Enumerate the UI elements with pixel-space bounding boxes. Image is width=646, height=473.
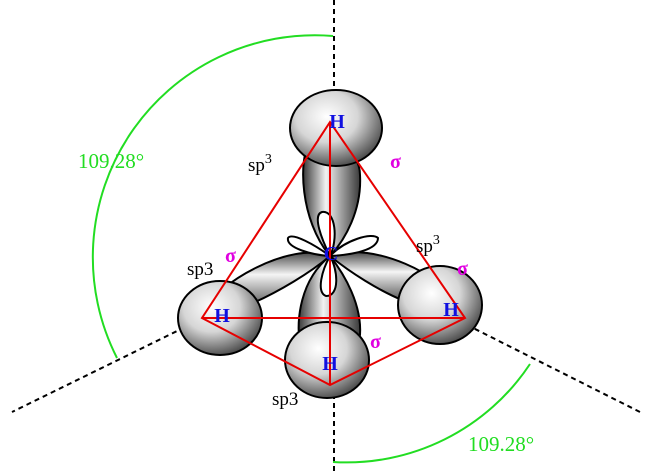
orbital-label-right: sp3 [416,233,440,257]
atom-carbon: C [324,243,338,265]
orbital-label-right-sup: 3 [433,233,440,248]
backlobe-bottom [319,253,338,298]
angle-arc-lower-right [332,363,531,464]
orbital-label-bottom: sp3 [272,389,298,410]
sigma-top: σ [390,151,401,173]
atom-hydrogen-left: H [214,305,230,327]
sigma-front: σ [370,331,381,353]
angle-labels: 109.28° 109.28° [78,149,534,456]
hydrogen-sphere-front [284,321,370,399]
backlobe-right [327,235,380,258]
tetrahedron [200,120,467,387]
orbital-labels: sp3 sp3 sp3 sp3 [187,152,440,410]
atom-hydrogen-top: H [329,111,345,133]
atom-hydrogen-front: H [322,353,338,375]
angle-label-upper-left: 109.28° [78,149,144,173]
orbital-label-top-base: sp [248,155,265,176]
angle-arc-upper-left [91,34,334,359]
backlobe-left [287,235,334,258]
orbital-label-left: sp3 [187,259,213,280]
atom-hydrogen-right: H [443,299,459,321]
sigma-labels: σ σ σ σ [225,151,468,353]
orbital-label-right-base: sp [416,236,433,257]
hydrogen-sphere-right [397,265,483,345]
sigma-right: σ [457,258,468,280]
angle-arcs [91,34,531,464]
orbital-label-top-sup: 3 [265,152,272,167]
angle-label-lower-right: 109.28° [468,432,534,456]
orbital-label-top: sp3 [248,152,272,176]
sigma-left: σ [225,245,236,267]
atom-labels: C H H H H [214,111,459,375]
